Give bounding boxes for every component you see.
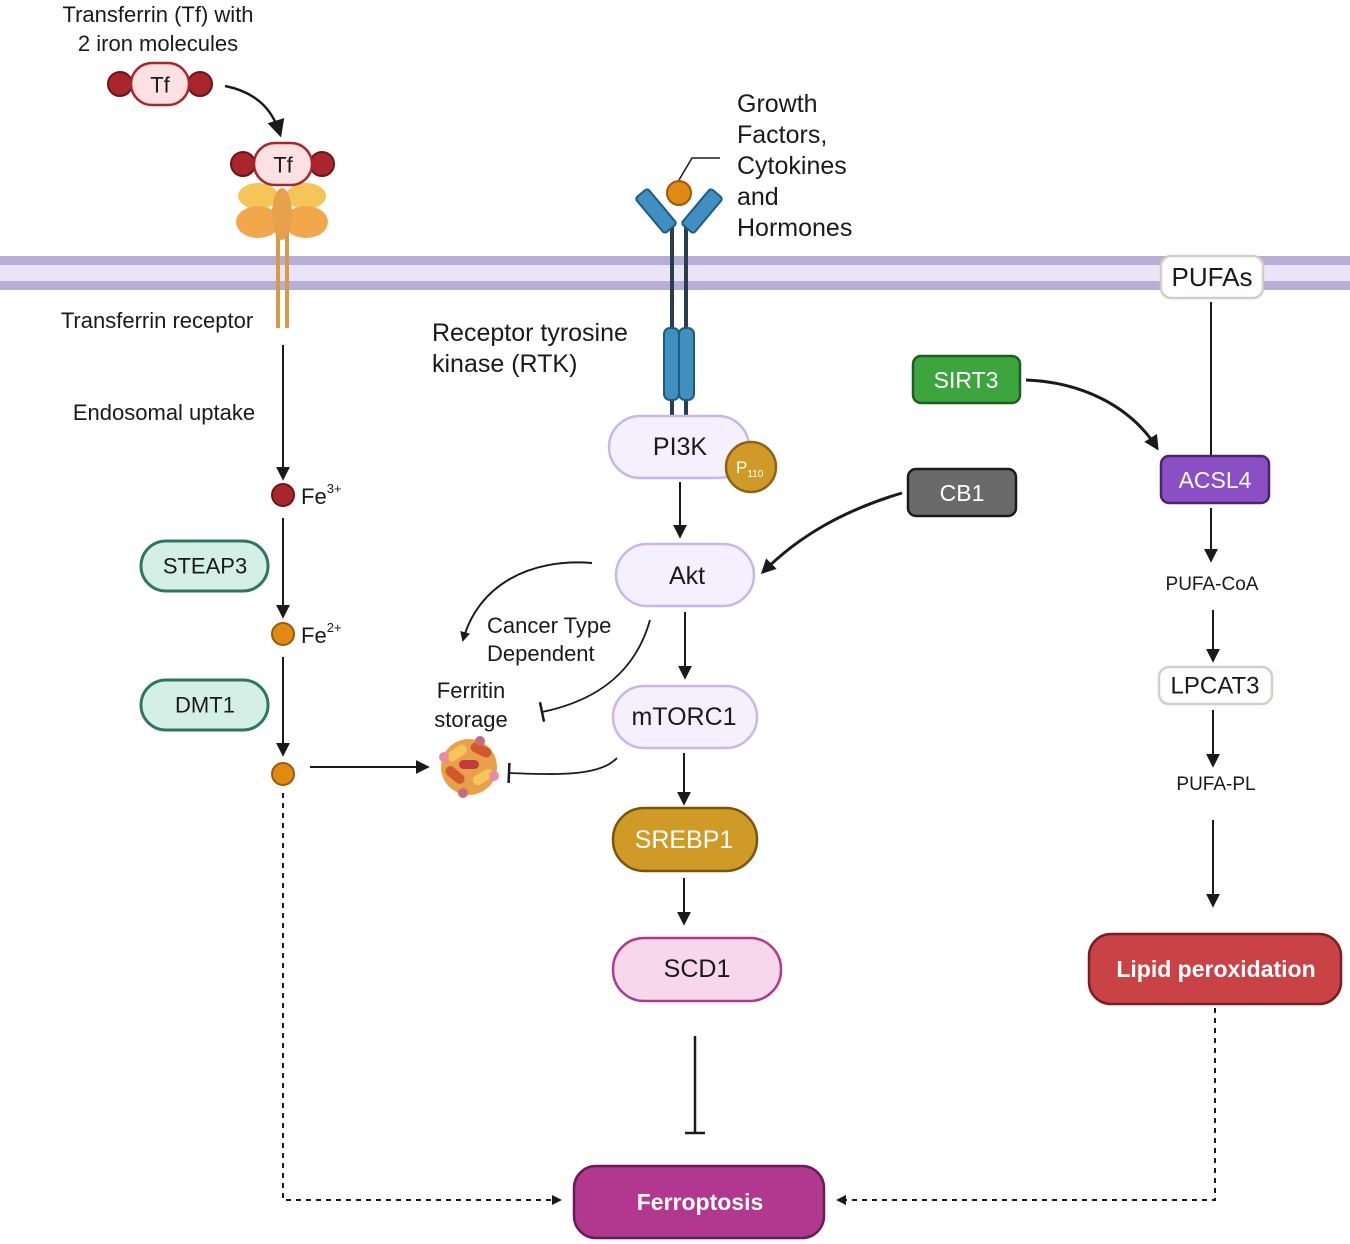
steap3-node [139, 539, 270, 593]
steap3-label: STEAP3 [163, 554, 247, 579]
cancer-type-label-line1: Cancer Type [487, 613, 611, 638]
tf-binding-arrow [224, 84, 285, 138]
akt-inhibits-ferritin [538, 619, 651, 723]
tf-label-bound: Tf [273, 153, 293, 178]
peroxidation-to-ferroptosis-dashed-arrow [836, 1008, 1216, 1205]
lpcat3-label: LPCAT3 [1171, 673, 1260, 700]
pi3k-label: PI3K [653, 433, 708, 461]
scd1-label: SCD1 [664, 955, 731, 983]
lipid-peroxidation-node [1087, 932, 1343, 1006]
iron-to-ferroptosis-dashed-arrow [282, 793, 562, 1205]
sirt3-to-acsl4-arrow [1025, 378, 1159, 451]
transferrin-receptor-label: Transferrin receptor [61, 308, 253, 333]
cell-membrane [0, 256, 1350, 290]
akt-label: Akt [669, 562, 705, 590]
acsl4-node [1159, 454, 1271, 505]
ligand-label-line1: Growth [737, 90, 818, 118]
rtk-label-line2: kinase (RTK) [432, 350, 577, 378]
ligand-icon [666, 180, 692, 206]
ferroptosis-label: Ferroptosis [637, 1189, 764, 1215]
ligand-pointer-line [678, 157, 720, 181]
pufa-pl-label: PUFA-PL [1176, 774, 1255, 795]
srebp1-node [611, 806, 759, 873]
cb1-label: CB1 [940, 480, 985, 506]
transferrin-title-line2: 2 iron molecules [78, 31, 238, 56]
ligand-label-line5: Hormones [737, 214, 852, 242]
endosomal-uptake-label: Endosomal uptake [73, 400, 255, 425]
sirt3-label: SIRT3 [934, 367, 999, 393]
lpcat3-node [1157, 665, 1274, 706]
mtorc1-node [611, 684, 759, 750]
fe3-label: Fe3+ [301, 481, 342, 509]
cb1-node [906, 467, 1018, 518]
akt-node [614, 542, 756, 608]
pufa-coa-label: PUFA-CoA [1166, 574, 1259, 595]
srebp1-label: SREBP1 [635, 826, 734, 854]
transferrin-receptor-icon: Tf [230, 141, 335, 328]
ligand-label-line3: Cytokines [737, 152, 847, 180]
ferritin-label-line2: storage [434, 707, 507, 732]
pufas-node [1159, 254, 1265, 300]
scd1-node [611, 936, 783, 1003]
pufas-label: PUFAs [1172, 262, 1253, 292]
free-transferrin-icon: Tf [107, 61, 213, 107]
dmt1-label: DMT1 [175, 693, 235, 718]
fe2-label: Fe2+ [301, 620, 342, 648]
ferroptosis-node [572, 1164, 826, 1240]
ligand-label-line4: and [737, 183, 779, 211]
ligand-label-line2: Factors, [737, 121, 827, 149]
tf-label-free: Tf [150, 73, 170, 98]
acsl4-label: ACSL4 [1179, 467, 1252, 493]
mtorc1-label: mTORC1 [631, 703, 736, 731]
akt-to-ferritin-arrow [460, 561, 593, 642]
ferritin-icon [439, 736, 499, 798]
dmt1-node [139, 678, 270, 732]
mtorc1-inhibits-ferritin [507, 757, 618, 784]
rtk-receptor-icon [635, 180, 723, 420]
fe3-iron-icon [271, 483, 295, 507]
sirt3-node [911, 354, 1022, 405]
p110-subunit-node [724, 440, 778, 494]
lipid-peroxidation-label: Lipid peroxidation [1116, 956, 1315, 982]
cytosolic-iron-icon [271, 762, 295, 786]
fe2-iron-icon [271, 622, 295, 646]
ferritin-label-line1: Ferritin [437, 678, 505, 703]
rtk-label-line1: Receptor tyrosine [432, 319, 628, 347]
cancer-type-label-line2: Dependent [487, 641, 595, 666]
cb1-to-akt-arrow [760, 491, 903, 575]
transferrin-title-line1: Transferrin (Tf) with [62, 2, 253, 27]
p110-label: P110 [736, 458, 764, 480]
